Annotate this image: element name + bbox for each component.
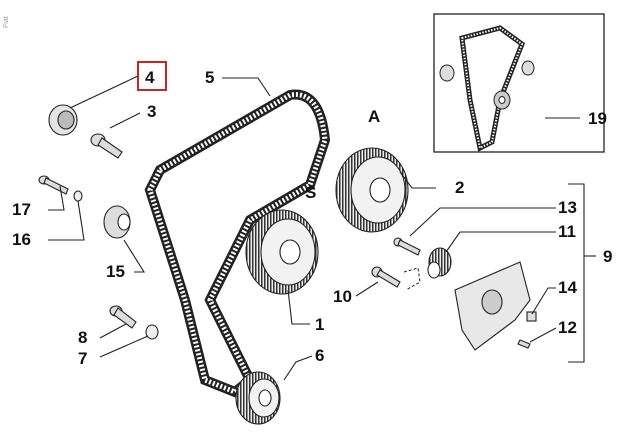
label-7[interactable]: 7 bbox=[78, 349, 87, 368]
label-pulley-a: A bbox=[368, 107, 380, 126]
bracket-9 bbox=[568, 183, 585, 363]
idler-pulley bbox=[103, 205, 131, 239]
label-5[interactable]: 5 bbox=[205, 68, 214, 87]
leader-5 bbox=[222, 77, 271, 97]
label-2[interactable]: 2 bbox=[455, 178, 464, 197]
leader-4 bbox=[69, 75, 139, 109]
leader-lines bbox=[48, 75, 596, 381]
leader-14 bbox=[531, 287, 556, 315]
pulley-a-hub bbox=[369, 177, 391, 203]
tensioner-bracket-boss bbox=[481, 289, 503, 315]
camshaft-pulley-a bbox=[335, 147, 409, 233]
label-17[interactable]: 17 bbox=[12, 200, 31, 219]
leader-10 bbox=[355, 281, 379, 297]
inset-frame bbox=[433, 13, 605, 153]
washer-7 bbox=[145, 324, 159, 340]
kit-tensioner-hub bbox=[498, 96, 506, 104]
pin-12 bbox=[517, 339, 531, 349]
screw-3 bbox=[90, 133, 123, 159]
label-14[interactable]: 14 bbox=[558, 278, 577, 297]
leader-15 bbox=[123, 239, 145, 273]
leader-3 bbox=[109, 112, 141, 129]
screw-8-shank bbox=[113, 307, 137, 329]
screw-13-shank bbox=[397, 239, 421, 256]
leader-16 bbox=[48, 200, 85, 241]
label-4[interactable]: 4 bbox=[145, 68, 155, 87]
kit-inset bbox=[433, 13, 605, 153]
label-1[interactable]: 1 bbox=[315, 315, 324, 334]
timing-belt bbox=[144, 89, 331, 398]
label-15[interactable]: 15 bbox=[106, 262, 125, 281]
watermark: Fiat bbox=[3, 16, 10, 28]
screw-17-shank bbox=[43, 177, 69, 195]
screw-17 bbox=[38, 175, 69, 195]
screw-3-shank bbox=[97, 137, 123, 159]
callout-labels: 4 3 5 A S 2 1 6 17 16 15 8 7 10 13 11 9 … bbox=[12, 68, 612, 368]
label-6[interactable]: 6 bbox=[315, 346, 324, 365]
leader-1 bbox=[287, 289, 310, 325]
nut-14 bbox=[526, 311, 537, 322]
label-3[interactable]: 3 bbox=[147, 102, 156, 121]
label-11[interactable]: 11 bbox=[558, 222, 576, 241]
leader-8 bbox=[99, 323, 127, 339]
screw-8 bbox=[109, 305, 137, 329]
leader-17 bbox=[48, 185, 65, 211]
label-13[interactable]: 13 bbox=[558, 198, 577, 217]
leader-11 bbox=[445, 231, 556, 253]
kit-idler-pulley bbox=[439, 64, 455, 82]
label-16[interactable]: 16 bbox=[12, 230, 31, 249]
leader-2 bbox=[399, 171, 436, 189]
seal-inner bbox=[57, 110, 75, 130]
idler-pulley-hub bbox=[117, 213, 131, 231]
camshaft-pulley-s bbox=[245, 209, 319, 295]
belt-body bbox=[144, 89, 331, 398]
label-19[interactable]: 19 bbox=[588, 109, 607, 128]
leader-13 bbox=[409, 207, 556, 237]
assembly-dashed-guide bbox=[403, 267, 421, 291]
kit-belt-teeth bbox=[460, 26, 524, 150]
screw-10-shank bbox=[376, 269, 401, 288]
washer-16 bbox=[73, 190, 83, 202]
label-9[interactable]: 9 bbox=[603, 247, 612, 266]
label-12[interactable]: 12 bbox=[558, 318, 577, 337]
tensioner-assembly bbox=[371, 237, 537, 351]
seal bbox=[48, 104, 78, 136]
crankshaft-pulley bbox=[235, 371, 281, 425]
crank-pulley-hub bbox=[258, 389, 272, 407]
highlight-box bbox=[137, 61, 167, 91]
label-10[interactable]: 10 bbox=[333, 287, 352, 306]
leader-12 bbox=[529, 327, 557, 343]
leader-6 bbox=[283, 355, 313, 381]
label-8[interactable]: 8 bbox=[78, 328, 87, 347]
tensioner-pulley-hub bbox=[427, 261, 441, 279]
label-pulley-s: S bbox=[305, 183, 316, 202]
leader-7 bbox=[99, 335, 149, 358]
kit-nut bbox=[521, 60, 535, 76]
pulley-s-hub bbox=[279, 239, 301, 265]
